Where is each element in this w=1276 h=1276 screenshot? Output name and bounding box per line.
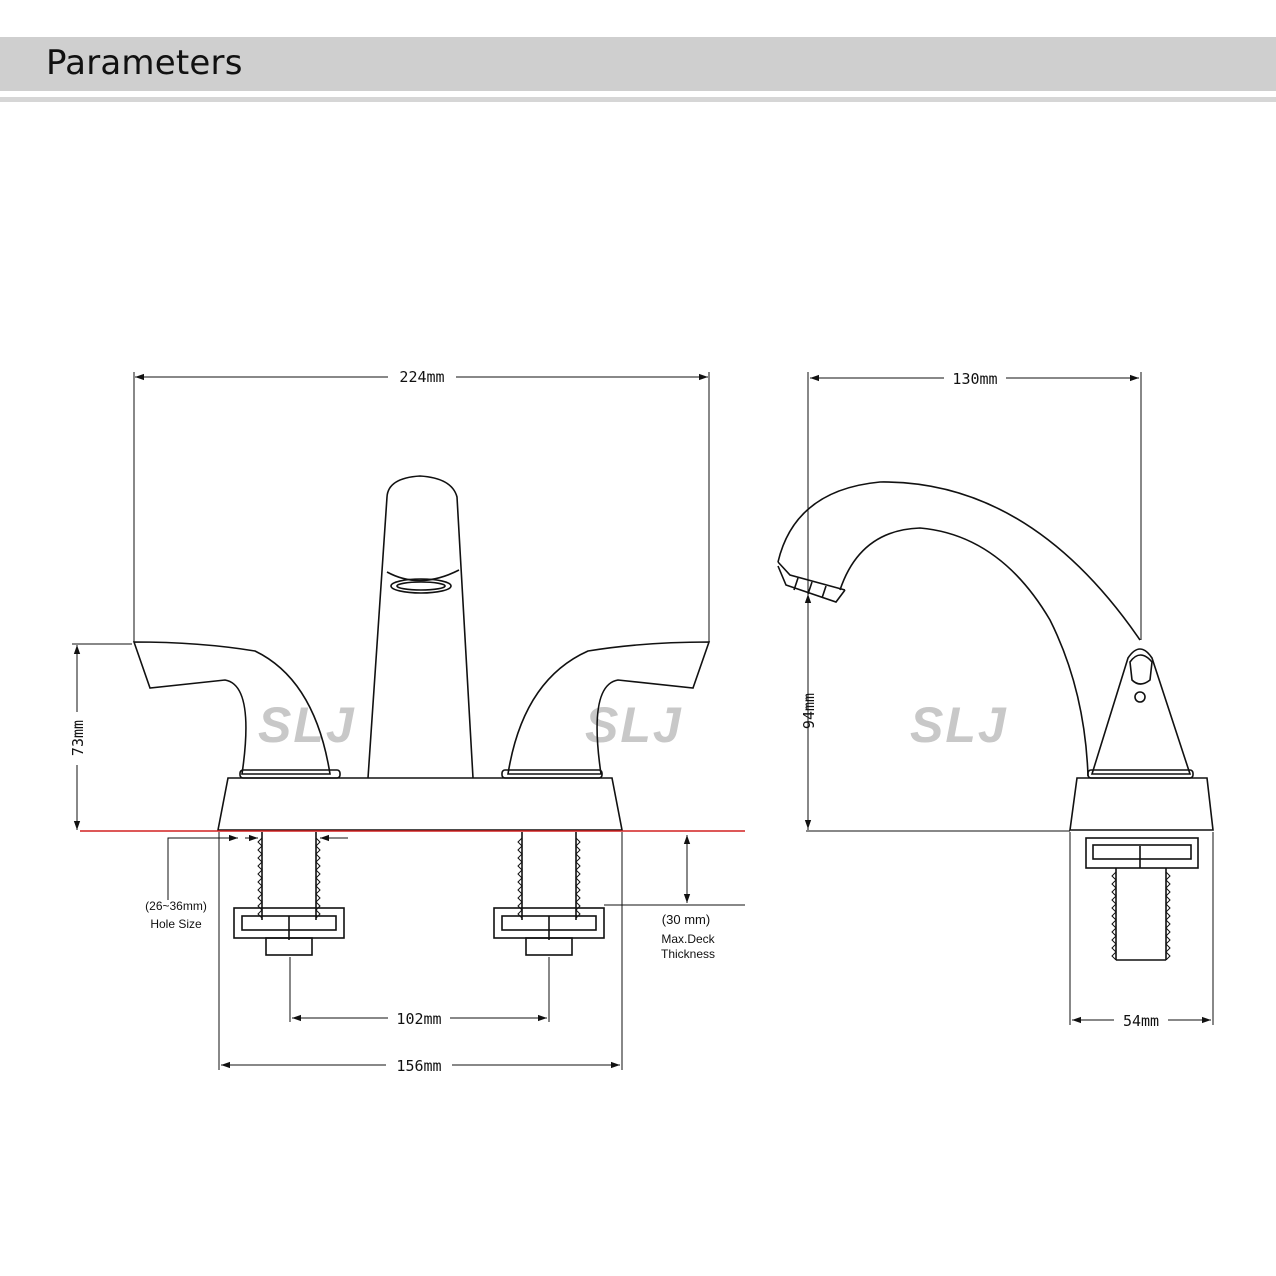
watermark-center: SLJ (585, 697, 683, 753)
deck-thickness-label-1: Max.Deck (661, 932, 715, 946)
front-base (217, 777, 623, 831)
hole-size-value: (26~36mm) (145, 899, 207, 913)
front-view (132, 372, 711, 956)
front-dimensions (72, 373, 745, 1070)
side-dimensions (804, 372, 1214, 1025)
side-spout-outer (777, 481, 1141, 641)
dim-center-distance: 102mm (396, 1010, 441, 1028)
left-shank-end (265, 937, 313, 956)
header-divider (0, 97, 1276, 102)
deck-thickness-value: (30 mm) (662, 912, 710, 927)
watermark-left: SLJ (258, 697, 356, 753)
side-spout-inner (839, 527, 1089, 777)
side-nut (1085, 837, 1199, 869)
header-bar (0, 37, 1276, 91)
right-handle (507, 641, 711, 775)
side-lever (1090, 648, 1192, 775)
dim-base-depth: 54mm (1123, 1012, 1159, 1030)
watermark-right: SLJ (910, 697, 1008, 753)
side-view (777, 481, 1214, 961)
dim-height: 73mm (69, 720, 87, 756)
left-handle (132, 641, 331, 775)
side-aerator (777, 565, 846, 603)
dim-overall-width: 224mm (399, 368, 444, 386)
dim-base-width: 156mm (396, 1057, 441, 1075)
right-shank-end (525, 937, 573, 956)
left-shank (233, 832, 345, 956)
page-title: Parameters (46, 43, 243, 83)
dim-reach: 130mm (952, 370, 997, 388)
dim-spout-height: 94mm (800, 693, 818, 729)
front-spout (367, 475, 474, 779)
hole-size-label: Hole Size (150, 917, 202, 931)
aerator (390, 578, 452, 594)
side-screw (1134, 691, 1146, 703)
deck-thickness-label-2: Thickness (661, 947, 715, 961)
right-shank (493, 832, 605, 956)
side-base (1069, 777, 1214, 831)
